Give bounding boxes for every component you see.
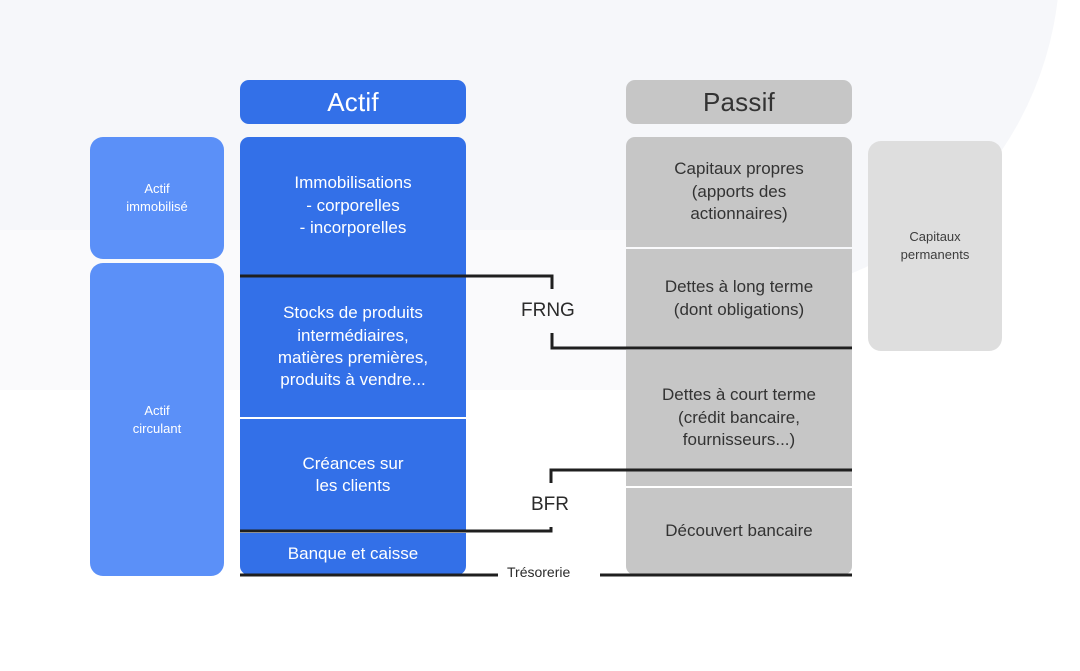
- tresorerie-label: Trésorerie: [507, 564, 571, 580]
- passif-segment-dettes-long-terme: Dettes à long terme(dont obligations): [626, 249, 852, 348]
- passif-segment-dettes-court-terme: Dettes à court terme(crédit bancaire,fou…: [626, 350, 852, 486]
- actif-segment-immobilisations: Immobilisations- corporelles- incorporel…: [240, 137, 466, 275]
- actif-column-header: Actif: [240, 80, 466, 124]
- passif-segment-decouvert-bancaire: Découvert bancaire: [626, 488, 852, 575]
- actif-segment-banque-et-caisse: Banque et caisse: [240, 533, 466, 575]
- bfr-label: BFR: [531, 494, 569, 515]
- passif-column-header: Passif: [626, 80, 852, 124]
- frng-label: FRNG: [521, 300, 575, 321]
